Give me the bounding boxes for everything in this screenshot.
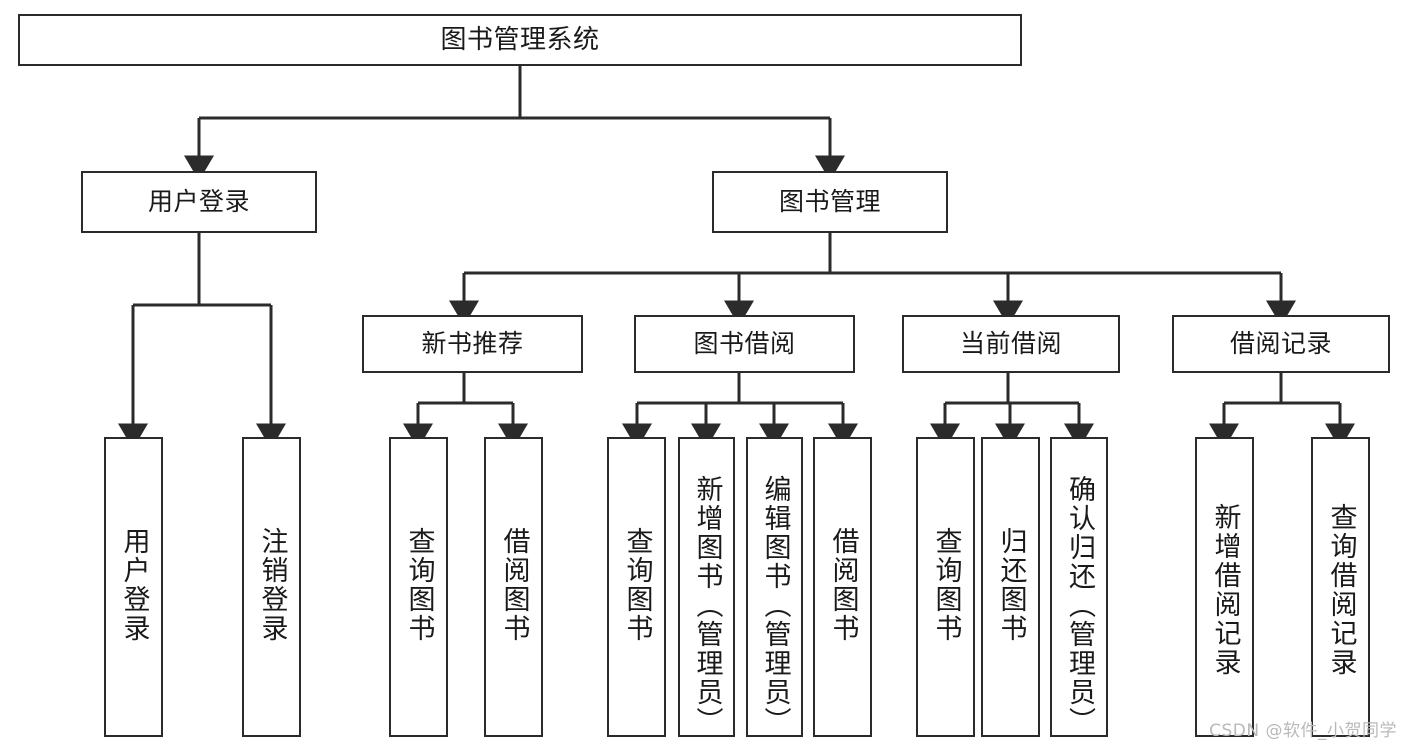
node-borrowing-record[interactable]: 借阅记录 (1172, 315, 1390, 373)
node-new-book-recommendation[interactable]: 新书推荐 (362, 315, 583, 373)
node-label: 查询图书 (930, 527, 962, 643)
node-label: 查询图书 (621, 527, 653, 643)
node-label: 图书借阅 (693, 329, 796, 359)
node-label: 确认归还（管理员） (1064, 475, 1096, 736)
node-label: 用户登录 (147, 187, 250, 217)
leaf-add-borrow-record[interactable]: 新增借阅记录 (1195, 437, 1254, 737)
leaf-query-books-borrow[interactable]: 查询图书 (607, 437, 666, 737)
node-label: 注销登录 (256, 527, 288, 643)
node-label: 用户登录 (118, 527, 150, 643)
leaf-query-books-recommend[interactable]: 查询图书 (389, 437, 448, 737)
node-label: 查询借阅记录 (1325, 503, 1357, 677)
leaf-borrow-books-recommend[interactable]: 借阅图书 (484, 437, 543, 737)
node-label: 借阅图书 (827, 527, 859, 643)
leaf-borrow-books[interactable]: 借阅图书 (813, 437, 872, 737)
leaf-query-borrow-record[interactable]: 查询借阅记录 (1311, 437, 1370, 737)
node-book-management[interactable]: 图书管理 (712, 171, 948, 233)
leaf-logout[interactable]: 注销登录 (242, 437, 301, 737)
node-label: 借阅记录 (1229, 329, 1332, 359)
node-label: 借阅图书 (498, 527, 530, 643)
node-label: 归还图书 (995, 527, 1027, 643)
leaf-query-books-current[interactable]: 查询图书 (916, 437, 975, 737)
node-book-borrowing[interactable]: 图书借阅 (634, 315, 855, 373)
node-label: 图书管理 (778, 187, 881, 217)
node-label: 编辑图书（管理员） (759, 475, 791, 736)
node-user-login[interactable]: 用户登录 (81, 171, 317, 233)
node-label: 新书推荐 (421, 329, 524, 359)
leaf-return-books[interactable]: 归还图书 (981, 437, 1040, 737)
leaf-add-book-admin[interactable]: 新增图书（管理员） (678, 437, 735, 737)
node-label: 新增图书（管理员） (691, 475, 723, 736)
node-label: 查询图书 (403, 527, 435, 643)
node-label: 图书管理系统 (440, 24, 600, 55)
leaf-confirm-return-admin[interactable]: 确认归还（管理员） (1050, 437, 1108, 737)
node-label: 新增借阅记录 (1209, 503, 1241, 677)
node-current-borrowing[interactable]: 当前借阅 (902, 315, 1120, 373)
node-label: 当前借阅 (959, 329, 1062, 359)
node-root-book-management-system[interactable]: 图书管理系统 (18, 14, 1022, 66)
leaf-user-login[interactable]: 用户登录 (104, 437, 163, 737)
leaf-edit-book-admin[interactable]: 编辑图书（管理员） (746, 437, 803, 737)
